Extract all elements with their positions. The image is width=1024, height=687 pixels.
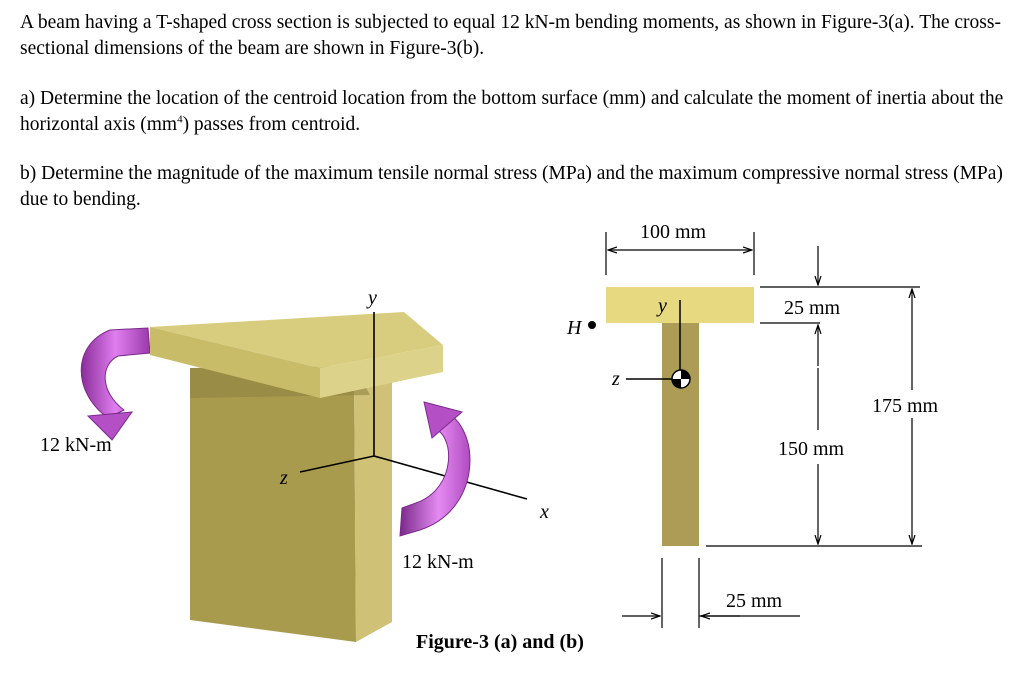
- part-a-text: a) Determine the location of the centroi…: [20, 88, 1004, 135]
- point-label-h: H: [566, 317, 583, 339]
- moment-arrow-left: [80, 327, 151, 441]
- axis-label-z-3d: z: [279, 467, 288, 489]
- figure-caption: Figure-3 (a) and (b): [416, 631, 584, 653]
- moment-arrow-right: [399, 401, 471, 537]
- dim-label-flange-thickness: 25 mm: [784, 297, 841, 319]
- dimension-web-thickness: [622, 558, 800, 628]
- problem-part-a: a) Determine the location of the centroi…: [20, 86, 1010, 138]
- dim-label-web-thickness: 25 mm: [726, 590, 783, 612]
- moment-label-right: 12 kN-m: [402, 551, 474, 573]
- point-h-marker: [588, 321, 596, 329]
- dimension-flange-thickness: [760, 246, 920, 366]
- dim-label-flange-width: 100 mm: [640, 221, 707, 243]
- part-a-text-end: ) passes from centroid.: [182, 114, 361, 135]
- dim-label-total-height: 175 mm: [872, 395, 939, 417]
- dimension-flange-width: [605, 232, 755, 275]
- axis-label-y-section: y: [656, 295, 667, 317]
- problem-intro: A beam having a T-shaped cross section i…: [20, 12, 1001, 59]
- beam-web-3d: [190, 350, 392, 642]
- beam-flange-3d: [150, 312, 443, 398]
- dimension-web-height: [706, 368, 922, 547]
- centroid-symbol: [671, 369, 691, 389]
- axis-label-z-section: z: [611, 368, 620, 390]
- figure-a-3d-beam: 12 kN-m 12 kN-m y z x H: [40, 287, 596, 642]
- axis-label-y-3d: y: [366, 287, 377, 309]
- axis-label-x-3d: x: [539, 501, 549, 523]
- problem-part-b: b) Determine the magnitude of the maximu…: [20, 163, 1003, 210]
- part-a-superscript: 4: [177, 113, 183, 126]
- figure-b-cross-section: y z 100 mm 25 mm 150: [605, 221, 939, 628]
- dim-label-web-height: 150 mm: [778, 438, 845, 460]
- moment-label-left: 12 kN-m: [40, 434, 112, 456]
